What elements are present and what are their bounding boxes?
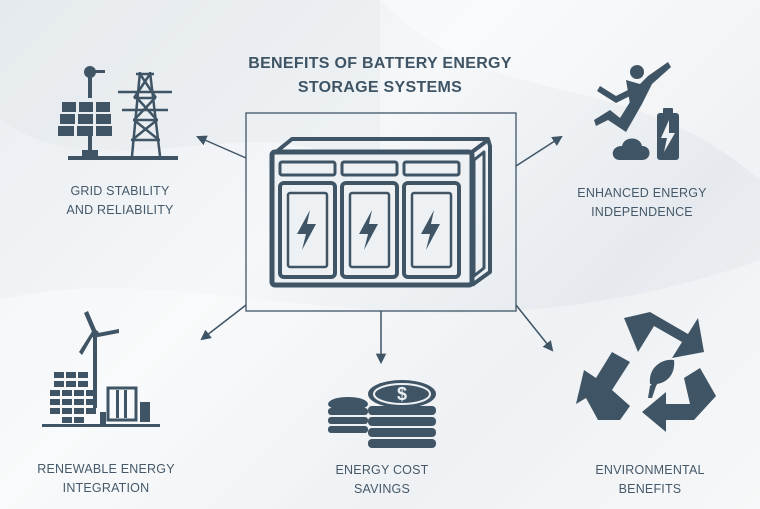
- arrow-renewable-integration: [200, 304, 247, 341]
- jumping-person-with-battery-icon: [594, 62, 679, 160]
- dollar-sign-glyph: $: [397, 384, 407, 404]
- coin-stacks-dollar-icon: $: [328, 380, 436, 448]
- benefit-cost-savings: ENERGY COST SAVINGS: [302, 461, 462, 499]
- title-line-2: STORAGE SYSTEMS: [297, 79, 463, 96]
- arrow-environmental: [515, 304, 554, 352]
- benefit-environmental: ENVIRONMENTAL BENEFITS: [570, 461, 730, 499]
- arrow-energy-independence: [515, 135, 563, 167]
- solar-panel-and-power-tower-icon: [58, 66, 178, 160]
- benefit-line-2: SAVINGS: [353, 482, 411, 496]
- wind-turbine-factory-icon: [42, 311, 160, 427]
- title-line-1: BENEFITS OF BATTERY ENERGY: [248, 55, 512, 72]
- benefit-line-1: RENEWABLE ENERGY: [37, 462, 175, 476]
- recycle-leaf-icon: [576, 312, 716, 432]
- benefit-line-2: AND RELIABILITY: [66, 203, 174, 217]
- connector-arrows: [196, 135, 563, 365]
- benefit-line-1: ENHANCED ENERGY: [577, 186, 707, 200]
- benefit-renewable-integration: RENEWABLE ENERGY INTEGRATION: [26, 460, 186, 498]
- benefit-line-2: BENEFITS: [618, 482, 682, 496]
- arrow-grid-stability: [196, 135, 247, 159]
- benefit-grid-stability: GRID STABILITY AND RELIABILITY: [40, 182, 200, 220]
- benefit-energy-independence: ENHANCED ENERGY INDEPENDENCE: [562, 184, 722, 222]
- battery-rack-icon: [269, 137, 492, 288]
- benefit-line-1: ENERGY COST: [335, 463, 429, 477]
- page-title: BENEFITS OF BATTERY ENERGY STORAGE SYSTE…: [200, 52, 560, 100]
- benefit-line-2: INDEPENDENCE: [591, 205, 693, 219]
- benefit-line-2: INTEGRATION: [62, 481, 150, 495]
- benefit-line-1: GRID STABILITY: [70, 184, 170, 198]
- benefit-line-1: ENVIRONMENTAL: [595, 463, 705, 477]
